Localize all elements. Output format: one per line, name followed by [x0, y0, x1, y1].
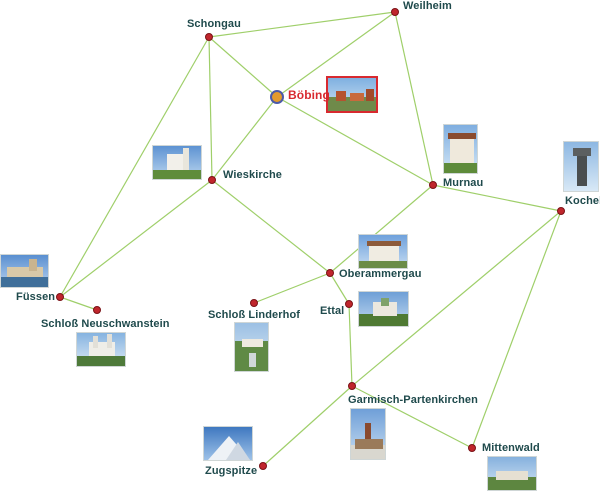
- neuschwanstein-marker[interactable]: [93, 306, 101, 314]
- ettal-photo[interactable]: [358, 291, 409, 327]
- route-schongau-wieskirche: [208, 36, 213, 181]
- fuessen-label[interactable]: Füssen: [16, 291, 56, 303]
- mittenwald-photo[interactable]: [487, 456, 537, 491]
- route-kochel-garmisch: [351, 210, 562, 387]
- mittenwald-marker[interactable]: [468, 444, 476, 452]
- zugspitze-label[interactable]: Zugspitze: [205, 465, 258, 477]
- garmisch-marker[interactable]: [348, 382, 356, 390]
- route-murnau-oberammergau: [329, 184, 434, 274]
- route-garmisch-zugspitze: [262, 385, 353, 467]
- neuschwanstein-photo[interactable]: [76, 332, 126, 367]
- route-kochel-mittenwald: [471, 210, 562, 449]
- murnau-photo[interactable]: [443, 124, 478, 174]
- boebing-label[interactable]: Böbing: [288, 88, 330, 102]
- ettal-marker[interactable]: [345, 300, 353, 308]
- garmisch-label[interactable]: Garmisch-Partenkirchen: [348, 394, 478, 406]
- route-wieskirche-oberammergau: [211, 179, 331, 274]
- schongau-marker[interactable]: [205, 33, 213, 41]
- route-garmisch-mittenwald: [351, 385, 473, 449]
- route-fuessen-neuschwanstein: [59, 296, 98, 311]
- route-wieskirche-fuessen: [59, 179, 213, 298]
- route-weilheim-boebing: [276, 11, 396, 98]
- route-oberammergau-linderhof: [253, 272, 331, 304]
- kochel-photo[interactable]: [563, 141, 599, 192]
- kochel-marker[interactable]: [557, 207, 565, 215]
- wieskirche-photo[interactable]: [152, 145, 202, 180]
- kochel-label[interactable]: Kochel: [565, 195, 600, 207]
- route-schongau-fuessen: [59, 36, 210, 298]
- fuessen-marker[interactable]: [56, 293, 64, 301]
- garmisch-photo[interactable]: [350, 408, 386, 460]
- linderhof-label[interactable]: Schloß Linderhof: [208, 309, 301, 321]
- route-ettal-garmisch: [348, 303, 353, 387]
- route-boebing-wieskirche: [211, 96, 278, 181]
- route-weilheim-murnau: [394, 11, 434, 186]
- route-boebing-murnau: [276, 96, 434, 186]
- neuschwanstein-label[interactable]: Schloß Neuschwanstein: [41, 318, 170, 330]
- route-oberammergau-ettal: [329, 272, 350, 305]
- weilheim-marker[interactable]: [391, 8, 399, 16]
- zugspitze-photo[interactable]: [203, 426, 253, 461]
- route-schongau-weilheim: [208, 11, 396, 38]
- boebing-photo[interactable]: [326, 76, 378, 113]
- ettal-label[interactable]: Ettal: [320, 305, 345, 317]
- weilheim-label[interactable]: Weilheim: [403, 0, 452, 12]
- schongau-label[interactable]: Schongau: [187, 18, 241, 30]
- route-murnau-kochel: [432, 184, 562, 212]
- zugspitze-marker[interactable]: [259, 462, 267, 470]
- boebing-marker[interactable]: [270, 90, 284, 104]
- wieskirche-marker[interactable]: [208, 176, 216, 184]
- murnau-marker[interactable]: [429, 181, 437, 189]
- linderhof-photo[interactable]: [234, 322, 269, 372]
- oberammergau-label[interactable]: Oberammergau: [339, 268, 422, 280]
- fuessen-photo[interactable]: [0, 254, 49, 288]
- murnau-label[interactable]: Murnau: [443, 177, 484, 189]
- wieskirche-label[interactable]: Wieskirche: [223, 169, 282, 181]
- linderhof-marker[interactable]: [250, 299, 258, 307]
- mittenwald-label[interactable]: Mittenwald: [482, 442, 540, 454]
- route-schongau-boebing: [208, 36, 278, 98]
- oberammergau-photo[interactable]: [358, 234, 408, 269]
- oberammergau-marker[interactable]: [326, 269, 334, 277]
